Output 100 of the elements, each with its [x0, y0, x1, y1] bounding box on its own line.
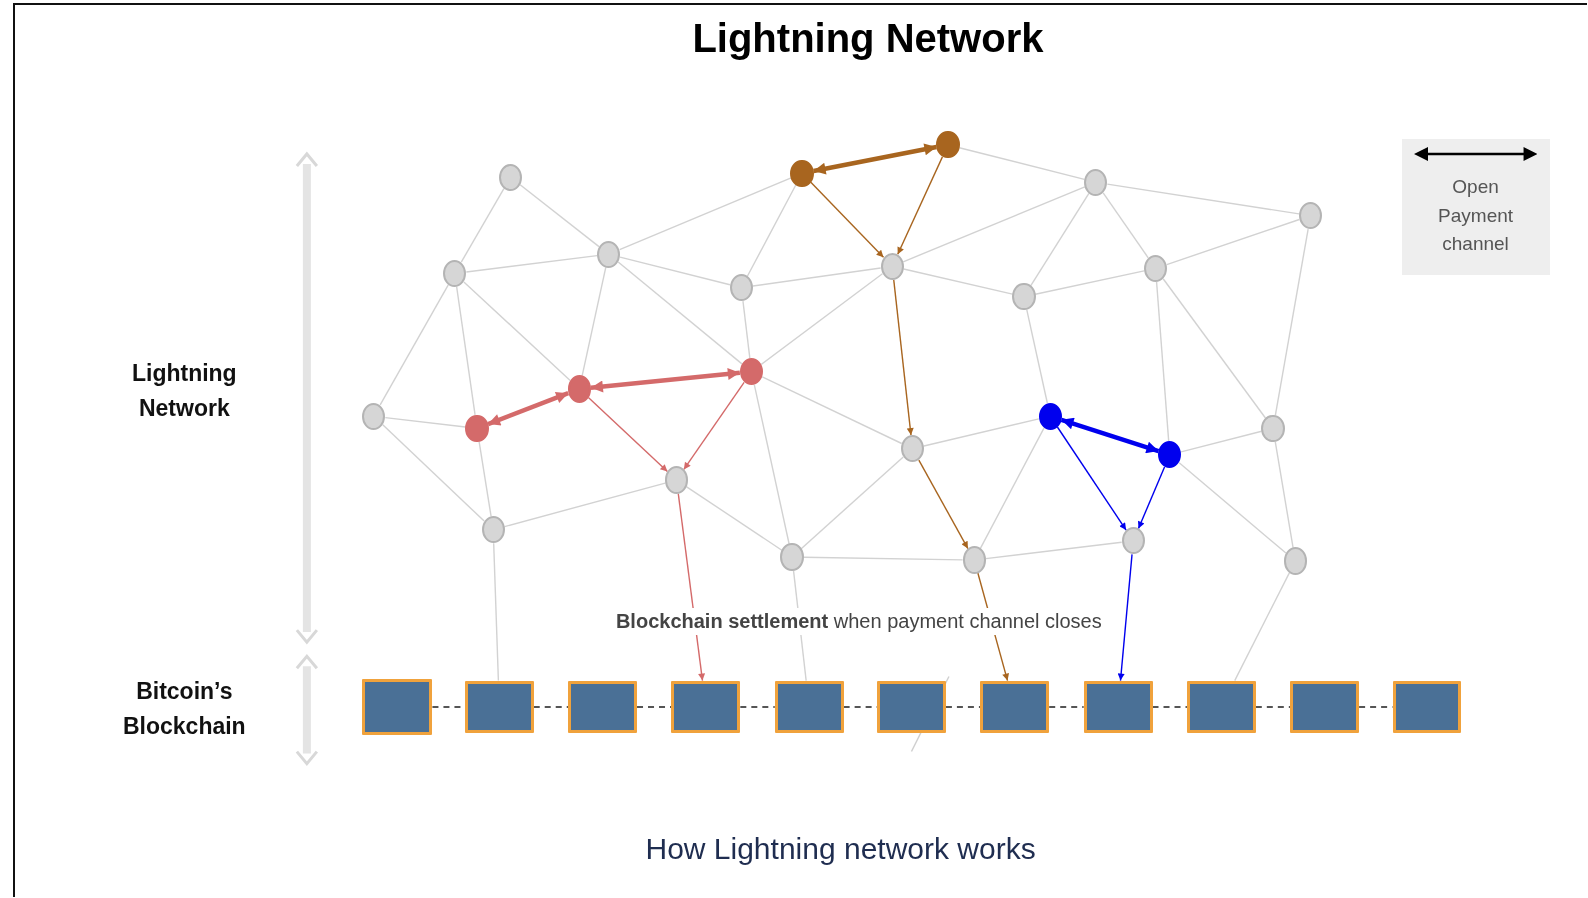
channel-line: [503, 482, 666, 528]
channel-line: [379, 284, 449, 406]
network-node: [729, 273, 753, 302]
channel-line: [478, 441, 492, 517]
block: [1290, 680, 1360, 734]
network-node: [597, 240, 621, 268]
chain-link: [1254, 705, 1292, 708]
network-node: [1298, 202, 1323, 230]
network-node: [780, 543, 804, 571]
network-node: [900, 434, 925, 463]
arrow: [893, 279, 914, 436]
network-node: [739, 358, 764, 386]
arrow: [487, 391, 570, 427]
network-node: [465, 414, 489, 443]
channel-line: [685, 486, 783, 551]
channel-line: [923, 418, 1040, 447]
channel-line: [1234, 572, 1291, 682]
block: [568, 680, 637, 734]
channel-line: [465, 254, 598, 273]
network-node: [362, 402, 386, 430]
channel-line: [617, 261, 743, 365]
channel-line: [581, 266, 607, 377]
block: [1186, 680, 1256, 734]
chain-link: [1048, 705, 1085, 708]
network-node: [1121, 527, 1145, 555]
chain-link: [1151, 705, 1188, 708]
channel-line: [619, 256, 731, 286]
network-node: [443, 259, 467, 288]
arrow: [918, 459, 969, 550]
channel-line: [802, 556, 964, 561]
diagram-caption: How Lightning network works: [644, 832, 1037, 867]
network-node: [1158, 441, 1182, 469]
chain-link: [739, 705, 776, 708]
channel-line: [746, 184, 797, 277]
channel-line: [1166, 218, 1300, 266]
network-node: [664, 466, 689, 494]
section-label: Lightning Network: [130, 359, 238, 423]
channel-line: [1155, 281, 1170, 442]
network-node: [1283, 547, 1307, 575]
channel-line: [979, 427, 1045, 550]
channel-line: [463, 281, 571, 382]
arrow: [587, 396, 669, 473]
channel-line: [753, 384, 790, 545]
chain-link: [944, 705, 982, 708]
channel-line: [1274, 228, 1309, 416]
channel-line: [1030, 192, 1090, 287]
channel-line: [1180, 430, 1263, 453]
channel-line: [760, 273, 884, 366]
network-node: [1261, 414, 1285, 443]
channel-line: [902, 268, 1014, 295]
channel-line: [384, 416, 467, 428]
channel-line: [493, 542, 500, 682]
network-node: [962, 546, 986, 574]
network-node: [1084, 168, 1108, 196]
channel-line: [1102, 192, 1149, 259]
block: [980, 680, 1050, 734]
block: [774, 680, 844, 734]
channel-line: [958, 147, 1086, 181]
channel-line: [761, 376, 903, 445]
arrow: [1060, 417, 1160, 454]
channel-line: [1034, 270, 1145, 295]
network-node: [1012, 283, 1036, 311]
network-node: [1038, 402, 1062, 430]
network-node: [481, 516, 505, 544]
block: [877, 680, 946, 734]
arrow: [1117, 553, 1133, 682]
channel-line: [1026, 309, 1048, 404]
diagram-title: Lightning Network: [691, 16, 1045, 62]
channel-line: [460, 187, 505, 263]
channel-line: [902, 186, 1086, 263]
arrow: [813, 143, 937, 175]
network-node: [790, 159, 814, 187]
channel-line: [455, 286, 476, 416]
block: [671, 680, 741, 734]
channel-line: [800, 456, 904, 550]
network-node: [1143, 254, 1168, 283]
arrow: [1056, 426, 1127, 531]
channel-line: [742, 300, 751, 359]
block: [361, 678, 433, 736]
section-label: Bitcoin’s Blockchain: [121, 677, 247, 741]
block: [1392, 680, 1462, 734]
arrow: [810, 181, 885, 258]
chain-link: [532, 705, 570, 708]
channel-line: [519, 184, 600, 248]
network-node: [936, 131, 960, 159]
channel-line: [985, 541, 1123, 560]
block: [464, 680, 534, 734]
network-node: [498, 163, 523, 191]
legend-text: Open Payment channel: [1437, 175, 1515, 257]
arrow: [590, 368, 741, 393]
channel-line: [1274, 441, 1294, 549]
network-node: [880, 252, 904, 280]
block: [1083, 680, 1153, 734]
channel-line: [1106, 183, 1300, 215]
channel-line: [1178, 462, 1287, 554]
channel-line: [1162, 278, 1267, 419]
channel-line: [618, 177, 792, 251]
arrow: [897, 156, 944, 255]
network-node: [567, 375, 591, 403]
arrow: [683, 381, 745, 471]
